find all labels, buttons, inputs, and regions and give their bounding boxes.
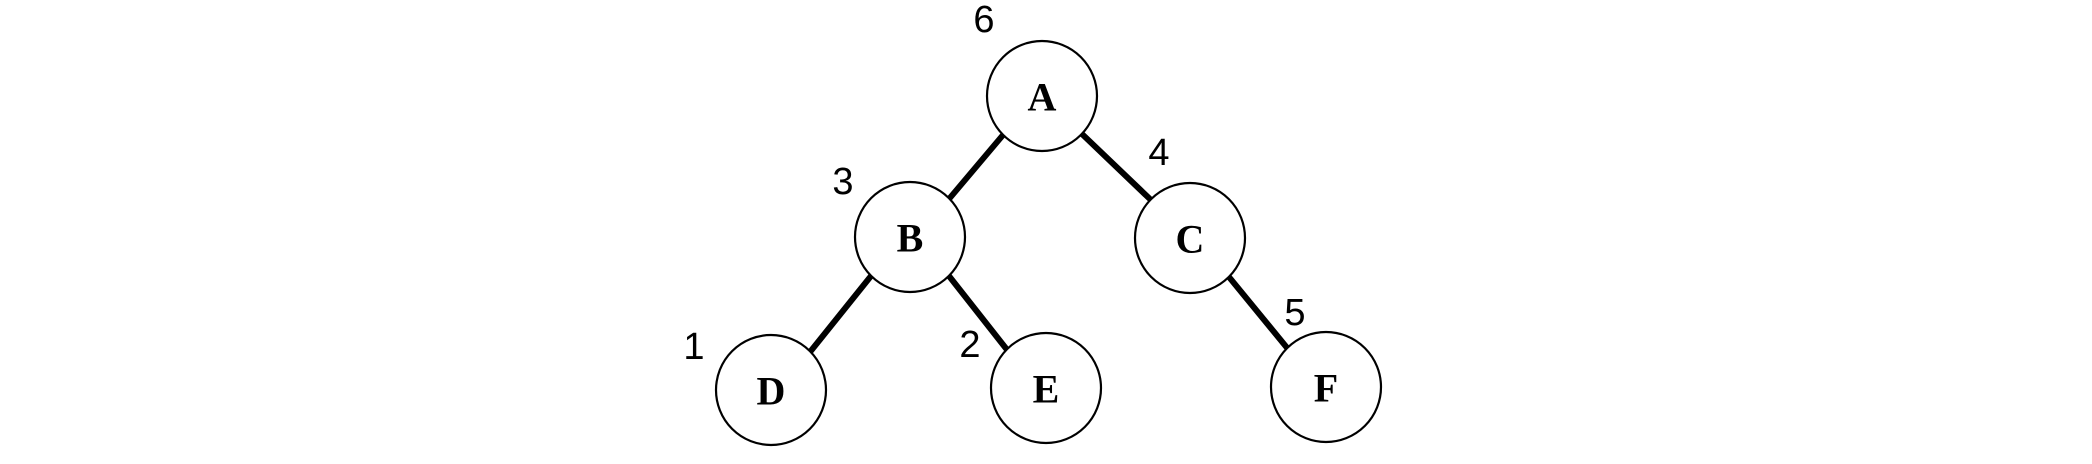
- node-number-a: 6: [973, 0, 994, 41]
- node-label-b: B: [897, 216, 924, 261]
- tree-node-c[interactable]: C: [1133, 181, 1247, 295]
- tree-node-b[interactable]: B: [853, 180, 967, 294]
- tree-edge-c-f: [1226, 275, 1291, 351]
- node-number-d: 1: [683, 326, 704, 368]
- edges-group: [807, 131, 1291, 354]
- node-label-f: F: [1314, 366, 1338, 411]
- tree-edge-a-b: [946, 133, 1006, 201]
- node-circle-c[interactable]: [1133, 181, 1247, 295]
- tree-node-e[interactable]: E: [989, 331, 1103, 445]
- node-number-f: 5: [1284, 292, 1305, 334]
- tree-node-d[interactable]: D: [714, 333, 828, 447]
- node-label-a: A: [1028, 75, 1057, 120]
- node-label-d: D: [757, 369, 786, 414]
- node-circle-f[interactable]: [1269, 330, 1383, 444]
- node-number-e: 2: [959, 324, 980, 366]
- node-circle-a[interactable]: [985, 39, 1099, 153]
- tree-edge-b-d: [807, 274, 874, 354]
- tree-edge-b-e: [946, 274, 1011, 353]
- tree-edge-a-c: [1079, 131, 1154, 203]
- node-circle-e[interactable]: [989, 331, 1103, 445]
- node-label-e: E: [1033, 367, 1060, 412]
- tree-node-a[interactable]: A: [985, 39, 1099, 153]
- node-numbers-group: 6 3 4 1 2 5: [683, 0, 1305, 368]
- node-circle-b[interactable]: [853, 180, 967, 294]
- node-label-c: C: [1176, 217, 1205, 262]
- nodes-group: A B C D E F: [714, 39, 1383, 447]
- tree-node-f[interactable]: F: [1269, 330, 1383, 444]
- node-circle-d[interactable]: [714, 333, 828, 447]
- node-number-c: 4: [1148, 132, 1169, 174]
- node-number-b: 3: [832, 161, 853, 203]
